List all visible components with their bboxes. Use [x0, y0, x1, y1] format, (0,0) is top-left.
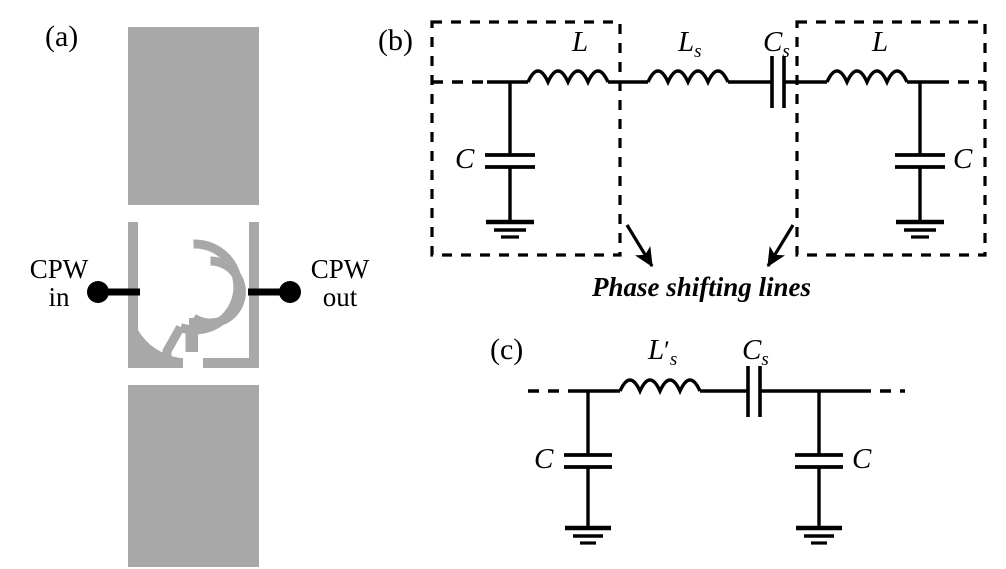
label-capacitor-Cs: Cs	[763, 26, 790, 62]
inductor-L-left-symbol	[526, 69, 610, 87]
label-c-Cs-subscript: s	[761, 349, 769, 370]
inductor-Ls-prime-symbol	[618, 378, 702, 396]
label-capacitor-c-Cs: Cs	[742, 334, 769, 370]
label-c-C-left-text: C	[534, 443, 554, 475]
label-capacitor-C-right: C	[953, 145, 972, 174]
cpw-out-line1: CPW	[310, 254, 370, 284]
label-capacitor-C-left: C	[455, 145, 474, 174]
arrow-right-to-phase-line	[766, 224, 795, 268]
top-ground-plane	[128, 27, 259, 205]
panel-a-label: (a)	[45, 20, 79, 53]
cpw-out-label: CPW out	[296, 254, 384, 312]
metal-patch	[138, 330, 180, 358]
arrow-left-to-phase-line	[625, 224, 654, 268]
label-L-left-text: L	[572, 26, 589, 58]
inductor-Ls-symbol	[646, 69, 730, 87]
panel-c-label: (c)	[490, 333, 524, 366]
split-ring-outer-tail	[162, 324, 185, 358]
label-Ls-prime-subscript: s	[669, 349, 678, 370]
label-inductor-L-left: L	[572, 28, 588, 57]
cpw-out-line2: out	[322, 281, 358, 312]
output-port-dot	[279, 281, 301, 303]
label-inductor-L-right: L	[872, 28, 888, 57]
cpw-bottom-rail-left	[128, 358, 183, 368]
label-capacitor-c-C-left: C	[534, 445, 553, 474]
phase-shifting-lines-annotation: Phase shifting lines	[592, 272, 812, 302]
label-c-C-right-text: C	[852, 443, 872, 475]
label-inductor-Ls-prime: L′s	[648, 334, 677, 370]
dashed-box-left-unit-cell	[430, 20, 622, 257]
label-Ls-subscript: s	[694, 41, 702, 62]
cpw-in-line1: CPW	[29, 254, 89, 284]
cpw-in-label: CPW in	[18, 254, 100, 312]
label-Ls-prime-text: L	[648, 334, 665, 366]
label-C-left-text: C	[455, 143, 475, 175]
dashed-box-right-unit-cell	[795, 20, 987, 257]
label-L-right-text: L	[872, 26, 889, 58]
panel-b-label: (b)	[378, 24, 413, 57]
label-Cs-text: C	[763, 26, 783, 58]
label-C-right-text: C	[953, 143, 973, 175]
label-inductor-Ls: Ls	[678, 26, 702, 62]
label-Cs-subscript: s	[782, 41, 790, 62]
inductor-L-right-symbol	[825, 69, 909, 87]
label-Ls-text: L	[678, 26, 695, 58]
label-Ls-prime-mark: ′	[664, 336, 670, 365]
bottom-ground-plane	[128, 385, 259, 567]
split-ring-inner	[191, 256, 246, 328]
cpw-in-line2: in	[48, 281, 70, 312]
label-c-Cs-text: C	[742, 334, 762, 366]
cpw-bottom-rail-right	[203, 358, 259, 368]
input-port-dot	[87, 281, 109, 303]
ring-gap	[184, 352, 202, 370]
label-capacitor-c-C-right: C	[852, 445, 871, 474]
